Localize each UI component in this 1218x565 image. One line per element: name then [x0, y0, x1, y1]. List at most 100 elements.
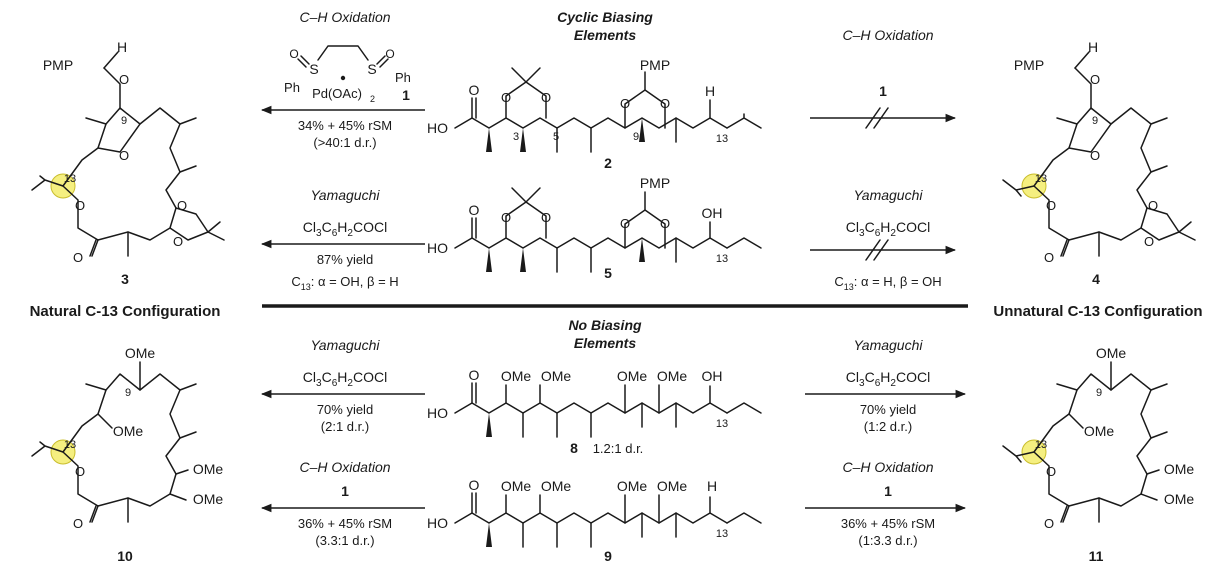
acid-o-2: O	[469, 82, 480, 98]
acetonide-o1-3: O	[177, 198, 187, 213]
oh-label-8: OH	[702, 368, 723, 384]
bot1-right-cond1: 70% yield	[860, 402, 916, 417]
structure-5: O HO O O O O PMP OH 13 5	[427, 175, 762, 281]
ome-mid-11: OMe	[1164, 461, 1195, 477]
reaction-mid-right: Yamaguchi Cl3C6H2COCl C13: α = H, β = OH	[810, 187, 957, 292]
lactone-o-3: O	[73, 250, 83, 265]
num13-9: 13	[716, 528, 728, 540]
acetonide-o-left-2: O	[501, 90, 511, 105]
compound-11-label: 11	[1089, 548, 1104, 564]
bot2-left-cond2: (3.3:1 d.r.)	[315, 533, 374, 548]
bot1-right-title: Yamaguchi	[853, 337, 923, 353]
compound-9-label: 9	[604, 548, 612, 564]
acid-ho-5: HO	[427, 240, 448, 256]
h-label-4: H	[1088, 39, 1098, 55]
benzylidene-o-left-2: O	[620, 96, 630, 111]
acetonide-o2-4: O	[1144, 234, 1154, 249]
num13-10: 13	[64, 439, 76, 451]
structure-8: O HO OMe OMe OMe OMe OH 13 8 1.2:1 d.r.	[427, 367, 762, 456]
num13-3: 13	[64, 173, 76, 185]
bot2-left-cond1: 36% + 45% rSM	[298, 516, 392, 531]
ring-o-10: O	[75, 464, 85, 479]
compound-2-label: 2	[604, 155, 612, 171]
num13-11: 13	[1035, 439, 1047, 451]
num3-2: 3	[513, 131, 519, 143]
bot2-right-reagent: 1	[884, 483, 892, 499]
structure-2: O HO O O O O PMP H 3 5 9 13 2	[427, 57, 762, 171]
top-left-cond1: 34% + 45% rSM	[298, 118, 392, 133]
bridge-o-4: O	[1090, 148, 1100, 163]
ome-top-10: OMe	[125, 345, 156, 361]
compound-10-label: 10	[117, 548, 133, 564]
structure-10: O O OMe OMe OMe OMe 9 13 10	[31, 345, 224, 564]
ome-a-9: OMe	[501, 478, 532, 494]
acetonide-o-left-5: O	[501, 210, 511, 225]
reaction-mid-left: Yamaguchi Cl3C6H2COCl 87% yield C13: α =…	[260, 187, 425, 292]
top-left-cond2: (>40:1 d.r.)	[313, 135, 376, 150]
cat-o-left: O	[289, 47, 298, 61]
bot1-left-reagent: Cl3C6H2COCl	[303, 369, 387, 389]
cat-label-1: 1	[402, 87, 410, 103]
reaction-bot1-right: Yamaguchi Cl3C6H2COCl 70% yield (1:2 d.r…	[805, 337, 967, 434]
num13-4: 13	[1035, 173, 1047, 185]
lactone-o-10: O	[73, 516, 83, 531]
reaction-top-left: C–H Oxidation S S O O Ph Ph Pd(OAc) 2 1 …	[260, 9, 425, 150]
structure-3: O O O O O O PMP H 9 13 3	[31, 39, 225, 287]
acid-ho-9: HO	[427, 515, 448, 531]
top-left-title: C–H Oxidation	[299, 9, 390, 25]
acid-o-8: O	[469, 367, 480, 383]
mid-left-yield: 87% yield	[317, 252, 373, 267]
h-label-2: H	[705, 83, 715, 99]
ome-d-8: OMe	[657, 368, 688, 384]
num9-11: 9	[1096, 387, 1102, 399]
num13-2: 13	[716, 133, 728, 145]
bridge-o-top-3: O	[119, 72, 129, 87]
acid-ho-2: HO	[427, 120, 448, 136]
mid-left-title: Yamaguchi	[310, 187, 380, 203]
pmp-label-4: PMP	[1014, 57, 1044, 73]
benzylidene-o-right-2: O	[660, 96, 670, 111]
bot2-right-title: C–H Oxidation	[842, 459, 933, 475]
lactone-o-11: O	[1044, 516, 1054, 531]
mid-left-reagent: Cl3C6H2COCl	[303, 219, 387, 239]
acetonide-o1-4: O	[1148, 198, 1158, 213]
reaction-bot1-left: Yamaguchi Cl3C6H2COCl 70% yield (2:1 d.r…	[260, 337, 425, 434]
ome-c-8: OMe	[617, 368, 648, 384]
bridge-o-3: O	[119, 148, 129, 163]
unnatural-config-label: Unnatural C-13 Configuration	[993, 303, 1202, 320]
ome-c-9: OMe	[617, 478, 648, 494]
bot1-right-cond2: (1:2 d.r.)	[864, 419, 912, 434]
acid-o-9: O	[469, 477, 480, 493]
bot1-right-reagent: Cl3C6H2COCl	[846, 369, 930, 389]
ring-o-4: O	[1046, 198, 1056, 213]
compound-8-dr: 1.2:1 d.r.	[593, 441, 644, 456]
benzylidene-o-left-5: O	[620, 216, 630, 231]
bot1-left-cond1: 70% yield	[317, 402, 373, 417]
acid-o-5: O	[469, 202, 480, 218]
acid-ho-8: HO	[427, 405, 448, 421]
cat-pd-sub: 2	[370, 94, 375, 104]
cat-ph-right: Ph	[395, 70, 411, 85]
structure-11: O O OMe OMe OMe OMe 9 13 11	[1002, 345, 1195, 564]
ome-a-8: OMe	[501, 368, 532, 384]
num9-2: 9	[633, 131, 639, 143]
num13-8: 13	[716, 418, 728, 430]
ome-inner-11: OMe	[1084, 423, 1115, 439]
compound-4-label: 4	[1092, 271, 1100, 287]
compound-5-label: 5	[604, 265, 612, 281]
cat-s-left: S	[309, 61, 318, 77]
mid-right-note: C13: α = H, β = OH	[834, 274, 941, 292]
cat-s-right: S	[367, 61, 376, 77]
ome-b-8: OMe	[541, 368, 572, 384]
biasing-header-line2: Elements	[574, 27, 636, 43]
cat-pd: Pd(OAc)	[312, 86, 362, 101]
cat-o-right: O	[385, 47, 394, 61]
structure-9: O HO OMe OMe OMe OMe H 13 9	[427, 477, 762, 564]
ome-lower-10: OMe	[193, 491, 224, 507]
reaction-top-right: C–H Oxidation 1	[810, 27, 957, 129]
ome-lower-11: OMe	[1164, 491, 1195, 507]
num9-4: 9	[1092, 115, 1098, 127]
pmp-label-3: PMP	[43, 57, 73, 73]
acetonide-o-right-5: O	[541, 210, 551, 225]
